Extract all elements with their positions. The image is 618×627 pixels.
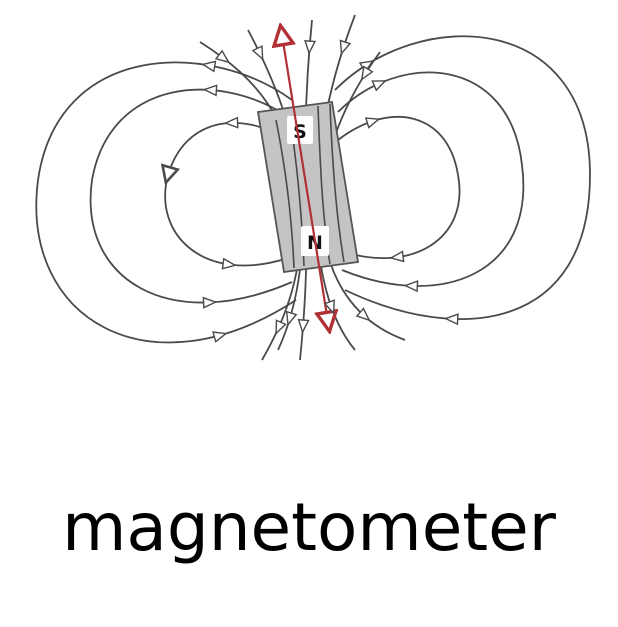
field-line-axial-2-arrow-2 — [285, 310, 298, 327]
field-line-left-outer — [35, 61, 297, 344]
field-line-right-inner-arrow-2 — [389, 250, 405, 263]
field-line-right-inner — [337, 116, 461, 259]
field-line-axial-5-arrow-2 — [355, 307, 371, 322]
field-line-axial-4-arrow-1 — [339, 39, 352, 56]
left-field-loops — [35, 61, 297, 344]
field-line-axial-3-arrow-2 — [297, 318, 310, 334]
field-line-right-outer-arrow-2 — [443, 313, 459, 326]
field-line-axial-4-arrow-2 — [323, 299, 335, 315]
field-line-left-middle-arrow-2 — [202, 296, 218, 309]
magnetic-axis-line — [282, 35, 328, 322]
field-line-axial-1-arrow-1 — [214, 49, 231, 64]
field-line-left-inner-arrow-2 — [221, 257, 237, 270]
magnetic-field-diagram: S N — [35, 14, 591, 361]
right-field-loops — [334, 35, 591, 320]
field-line-axial-2-arrow-1 — [251, 45, 264, 61]
field-line-right-middle-arrow-2 — [403, 280, 419, 293]
caption-label: magnetometer — [62, 489, 556, 566]
field-line-left-middle-arrow-1 — [202, 84, 218, 97]
field-line-left-outer-arrow-2 — [212, 331, 228, 343]
field-line-axial-5-arrow-1 — [360, 65, 374, 81]
field-line-right-outer-arrow-1 — [358, 60, 375, 73]
field-line-right-middle-arrow-1 — [371, 80, 387, 92]
field-line-axial-3-arrow-1 — [304, 39, 317, 55]
field-line-left-inner-arrow-1 — [223, 116, 239, 129]
bar-magnet: S N — [256, 100, 360, 274]
field-line-right-inner-arrow-1 — [364, 117, 381, 129]
field-line-axial-1-arrow-2 — [275, 319, 287, 335]
field-line-right-middle — [337, 71, 525, 287]
field-line-left-outer-arrow-1 — [201, 60, 217, 73]
field-arrowheads — [201, 39, 459, 343]
